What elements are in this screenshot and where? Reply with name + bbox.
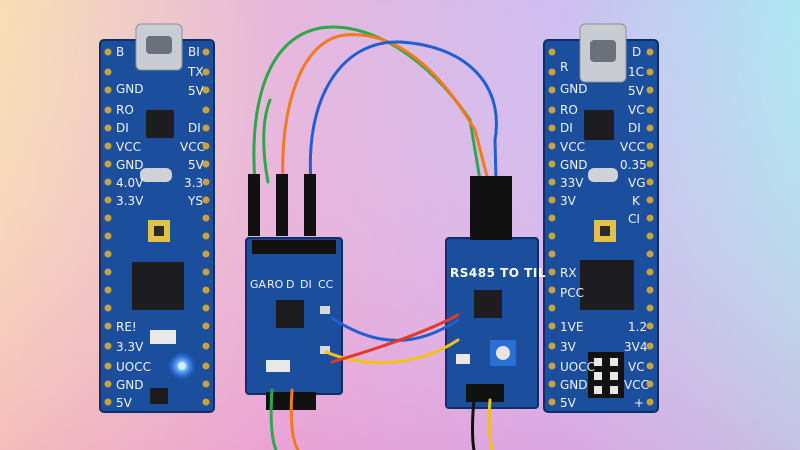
left-board-pin-label: DI (188, 121, 201, 135)
right-board-pin-label: GND (560, 378, 588, 392)
left-board-pin-label: BI (188, 45, 200, 59)
right-board-pin-label: R (560, 60, 569, 74)
right-board-pin-label: K (632, 194, 640, 208)
right-board-pin-label: 3V (560, 194, 576, 208)
left-board-pin-label: GND (116, 378, 144, 392)
right-board-pin-label: 3V4 (624, 340, 648, 354)
left-board-pin-label: VCC (116, 140, 141, 154)
right-board-pin-label: 1VE (560, 320, 584, 334)
right-board-pin-label: VG (628, 176, 646, 190)
right-board-pin-label: UOCC (560, 360, 595, 374)
rs485-module-right (445, 176, 539, 409)
rs485-module-left (245, 174, 343, 410)
right-board-pin-label: DI (560, 121, 573, 135)
right-board-pin-label: 1.2 (628, 320, 648, 334)
left-board-pin-label: DI (116, 121, 129, 135)
left-board-pin-label: 5V (116, 396, 132, 410)
right-board-pin-label: + (634, 396, 645, 410)
left-board-pin-pads (104, 48, 210, 406)
right-mcu-board (543, 23, 659, 413)
right-board-pin-label: RO (560, 103, 578, 117)
left-mcu-board (99, 23, 215, 413)
right-board-pin-label: GND (560, 82, 588, 96)
left-board-pin-label: 5V (188, 158, 204, 172)
left-board-pin-label: 5V (188, 84, 204, 98)
left-board-pin-label: RE! (116, 320, 137, 334)
left-board-pin-label: VCC (180, 140, 205, 154)
right-board-pin-label: PCC (560, 286, 584, 300)
left-board-pin-label: B (116, 45, 125, 59)
left-board-pin-label: 3.3V (116, 340, 144, 354)
right-board-pin-label: CI (628, 212, 640, 226)
left-board-pin-label: UOCC (116, 360, 151, 374)
left-board-pin-label: GND (116, 82, 144, 96)
rs485-left-pin-label: RO (267, 278, 284, 291)
right-board-pin-label: D (632, 45, 642, 59)
left-board-pin-label: GND (116, 158, 144, 172)
right-board-pin-pads (548, 48, 654, 406)
rs485-left-pin-label: D (286, 278, 295, 291)
right-board-pin-label: DI (628, 121, 641, 135)
right-board-pin-label: 1C (628, 65, 645, 79)
right-board-pin-label: 5V (560, 396, 576, 410)
right-board-pin-label: VC (628, 103, 645, 117)
left-board-pin-label: 3.3V (116, 194, 144, 208)
left-board-pin-label: TX (188, 65, 204, 79)
left-board-pin-label: 3.3 (184, 176, 204, 190)
rs485-left-pin-label: DI (300, 278, 312, 291)
right-board-pin-label: VCC (560, 140, 585, 154)
right-board-pin-label: 33V (560, 176, 584, 190)
rs485-module-title: RS485 TO TIL (450, 266, 546, 280)
left-board-pin-label: RO (116, 103, 134, 117)
right-board-pin-label: 0.35 (620, 158, 647, 172)
rs485-left-pin-label: CC (318, 278, 334, 291)
right-board-pin-label: VCC (620, 140, 645, 154)
right-board-pin-label: 3V (560, 340, 576, 354)
right-board-pin-label: 5V (628, 84, 644, 98)
right-board-pin-label: VCC (624, 378, 649, 392)
right-board-pin-label: GND (560, 158, 588, 172)
right-board-pin-label: VC (628, 360, 645, 374)
left-board-pin-label: 4.0V (116, 176, 144, 190)
left-board-pin-label: YS (188, 194, 203, 208)
right-board-pin-label: RX (560, 266, 577, 280)
jumper-wires-top (252, 25, 498, 184)
jumper-wires-front (269, 313, 494, 450)
rs485-left-pin-label: GA (250, 278, 267, 291)
